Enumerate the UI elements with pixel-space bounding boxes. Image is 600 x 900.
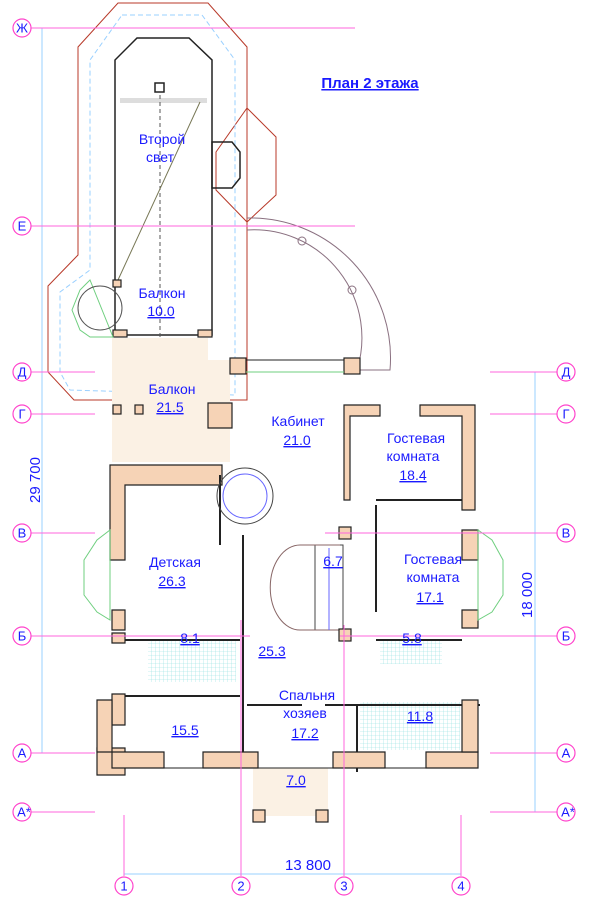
svg-text:Балкон: Балкон: [149, 381, 196, 397]
room-nursery: Детская 26.3: [149, 554, 201, 589]
svg-text:хозяев: хозяев: [283, 705, 327, 721]
svg-text:Второй: Второй: [139, 131, 185, 147]
svg-text:10.0: 10.0: [147, 303, 174, 319]
bathroom-tile: [148, 640, 236, 682]
svg-text:21.0: 21.0: [283, 432, 310, 448]
room-master-bedroom: Спальня хозяев 17.2: [279, 687, 335, 741]
svg-text:А: А: [562, 746, 571, 761]
roof-outline: [47, 2, 392, 401]
room-bathroom-1: 8.1: [180, 630, 200, 646]
axis-marker-В: В: [12, 523, 32, 543]
svg-text:Г: Г: [18, 407, 25, 422]
svg-text:комната: комната: [387, 448, 440, 464]
room-guest-2: Гостевая комната 17.1: [404, 551, 462, 605]
svg-text:Балкон: Балкон: [139, 285, 186, 301]
svg-text:Спальня: Спальня: [279, 687, 335, 703]
svg-text:Ж: Ж: [16, 21, 28, 36]
room-bathroom-3: 11.8: [407, 708, 433, 724]
svg-text:Е: Е: [18, 219, 27, 234]
axis-marker-1: 1: [114, 876, 134, 896]
svg-text:Гостевая: Гостевая: [387, 430, 445, 446]
axis-marker-В-right: В: [556, 523, 576, 543]
axis-marker-Г: Г: [12, 404, 32, 424]
svg-text:Б: Б: [18, 629, 27, 644]
svg-text:Кабинет: Кабинет: [271, 413, 325, 429]
svg-text:18.4: 18.4: [399, 467, 426, 483]
axis-marker-А: А: [12, 743, 32, 763]
svg-text:А: А: [18, 746, 27, 761]
dimension-lines: [41, 28, 536, 875]
svg-text:26.3: 26.3: [158, 573, 185, 589]
plan-title: План 2 этажа: [321, 75, 419, 92]
svg-text:А*: А*: [17, 805, 31, 820]
axis-marker-А-star: А*: [12, 802, 32, 822]
tower: [71, 37, 241, 360]
axis-marker-Е: Е: [12, 216, 32, 236]
axis-marker-Д: Д: [12, 362, 32, 382]
balcony-floor: [112, 338, 208, 360]
walls: [83, 357, 504, 776]
axis-marker-Б-right: Б: [556, 626, 576, 646]
axis-marker-2: 2: [231, 876, 251, 896]
dimension-main-height: 18 000: [519, 572, 536, 618]
svg-text:17.2: 17.2: [291, 725, 318, 741]
room-bedroom: 15.5: [171, 722, 198, 738]
room-study: Кабинет 21.0: [271, 413, 325, 448]
axis-marker-Г-right: Г: [556, 404, 576, 424]
balcony-floor: [253, 768, 328, 816]
svg-text:Г: Г: [562, 407, 569, 422]
axis-marker-3: 3: [334, 876, 354, 896]
svg-text:В: В: [18, 526, 27, 541]
room-second-light: Второй свет: [139, 131, 185, 165]
svg-text:2: 2: [237, 879, 244, 894]
axis-marker-4: 4: [451, 876, 471, 896]
axis-marker-Б: Б: [12, 626, 32, 646]
svg-text:Б: Б: [562, 629, 571, 644]
svg-text:свет: свет: [146, 149, 175, 165]
svg-text:комната: комната: [407, 569, 460, 585]
room-balcony-21: Балкон 21.5: [149, 381, 196, 415]
staircase: [216, 467, 352, 642]
axis-marker-Д-right: Д: [556, 362, 576, 382]
room-stairwell: 6.7: [323, 553, 343, 569]
svg-text:1: 1: [120, 879, 127, 894]
svg-text:3: 3: [340, 879, 347, 894]
room-balcony-10: Балкон 10.0: [139, 285, 186, 319]
axis-marker-Ж: Ж: [12, 18, 32, 38]
svg-text:В: В: [562, 526, 571, 541]
svg-text:Гостевая: Гостевая: [404, 551, 462, 567]
axis-marker-А-right: А: [556, 743, 576, 763]
svg-text:Д: Д: [562, 365, 571, 380]
bathroom-tile: [360, 702, 460, 750]
room-hall: 25.3: [258, 643, 285, 659]
svg-text:Д: Д: [18, 365, 27, 380]
svg-text:21.5: 21.5: [156, 399, 183, 415]
svg-text:Детская: Детская: [149, 554, 201, 570]
svg-text:4: 4: [457, 879, 464, 894]
svg-text:17.1: 17.1: [416, 589, 443, 605]
svg-text:А*: А*: [561, 805, 575, 820]
axis-marker-А-star-right: А*: [556, 802, 576, 822]
dimension-width: 13 800: [285, 857, 331, 874]
room-balcony-7: 7.0: [286, 772, 306, 788]
bathroom-tile: [380, 640, 442, 664]
room-guest-1: Гостевая комната 18.4: [387, 430, 446, 483]
dimension-overall-height: 29 700: [27, 457, 44, 503]
grid-axes: [30, 27, 558, 876]
room-bathroom-2: 5.8: [402, 630, 422, 646]
